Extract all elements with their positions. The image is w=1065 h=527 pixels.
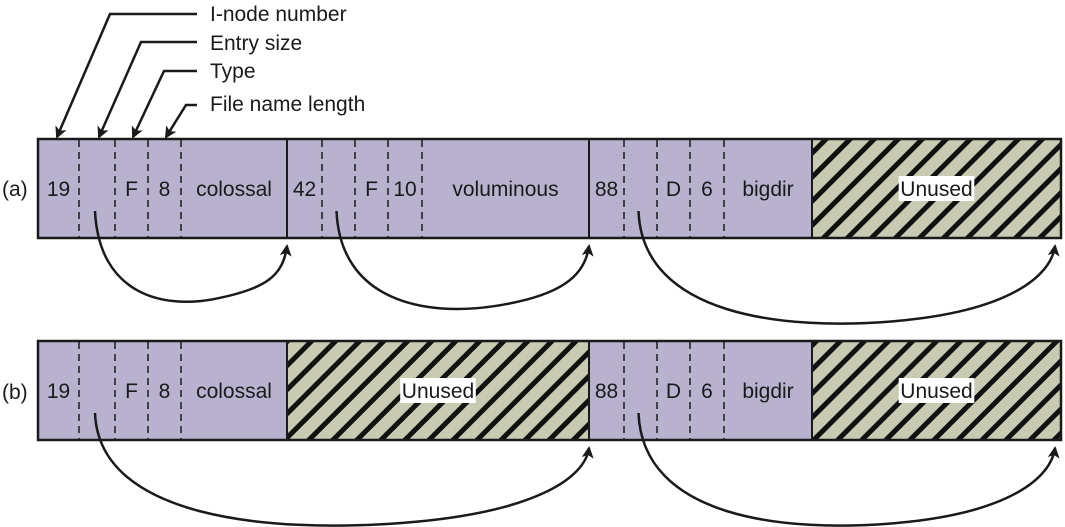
name-length-field: 8 xyxy=(159,380,171,403)
file-name-field: bigdir xyxy=(742,178,793,201)
callout-inode-number: I-node number xyxy=(210,3,347,26)
callout-entry-size: Entry size xyxy=(210,32,302,55)
entry-size-leader xyxy=(97,40,197,139)
next-entry-arrow xyxy=(93,412,594,527)
inode-number-field: 42 xyxy=(293,178,316,201)
callout-group: I-node number Entry size Type File name … xyxy=(55,3,365,139)
unused-label: Unused xyxy=(402,380,474,403)
name-length-field: 6 xyxy=(701,380,713,403)
file-name-field: colossal xyxy=(196,178,272,201)
directory-entry: 42 F 10 voluminous xyxy=(286,138,590,239)
name-length-field: 10 xyxy=(393,178,416,201)
callout-leader-lines xyxy=(55,12,197,139)
row-label-b: (b) xyxy=(2,381,28,404)
next-entry-arrow xyxy=(637,210,1060,325)
unused-label-background xyxy=(898,378,975,403)
file-name-field: colossal xyxy=(196,380,272,403)
name-length-leader xyxy=(164,103,197,139)
inode-number-field: 88 xyxy=(595,178,618,201)
name-length-field: 6 xyxy=(701,178,713,201)
unused-segment: Unused xyxy=(286,340,590,441)
callout-file-name-length: File name length xyxy=(210,93,365,116)
unused-label: Unused xyxy=(900,380,972,403)
inode-number-field: 19 xyxy=(47,178,70,201)
type-leader xyxy=(131,69,197,139)
row-border xyxy=(36,339,1063,442)
row-label-a: (a) xyxy=(2,178,28,201)
type-field: D xyxy=(666,380,681,403)
unused-label: Unused xyxy=(900,178,972,201)
file-name-field: voluminous xyxy=(452,178,558,201)
row-border xyxy=(36,137,1063,240)
next-entry-arrow xyxy=(335,210,594,311)
next-entry-arrow xyxy=(93,210,292,303)
type-field: D xyxy=(666,178,681,201)
unused-label-background xyxy=(898,176,975,201)
unused-segment: Unused xyxy=(811,340,1062,441)
inode-number-leader xyxy=(55,12,197,139)
inode-number-field: 88 xyxy=(595,380,618,403)
callout-type: Type xyxy=(210,60,256,83)
entry-box xyxy=(588,340,813,441)
name-length-field: 8 xyxy=(159,178,171,201)
unused-segment: Unused xyxy=(811,138,1062,239)
file-name-field: bigdir xyxy=(742,380,793,403)
next-entry-arrow xyxy=(637,412,1060,527)
type-field: F xyxy=(365,178,378,201)
type-field: F xyxy=(125,178,138,201)
unused-label-background xyxy=(400,378,476,403)
type-field: F xyxy=(125,380,138,403)
inode-number-field: 19 xyxy=(47,380,70,403)
